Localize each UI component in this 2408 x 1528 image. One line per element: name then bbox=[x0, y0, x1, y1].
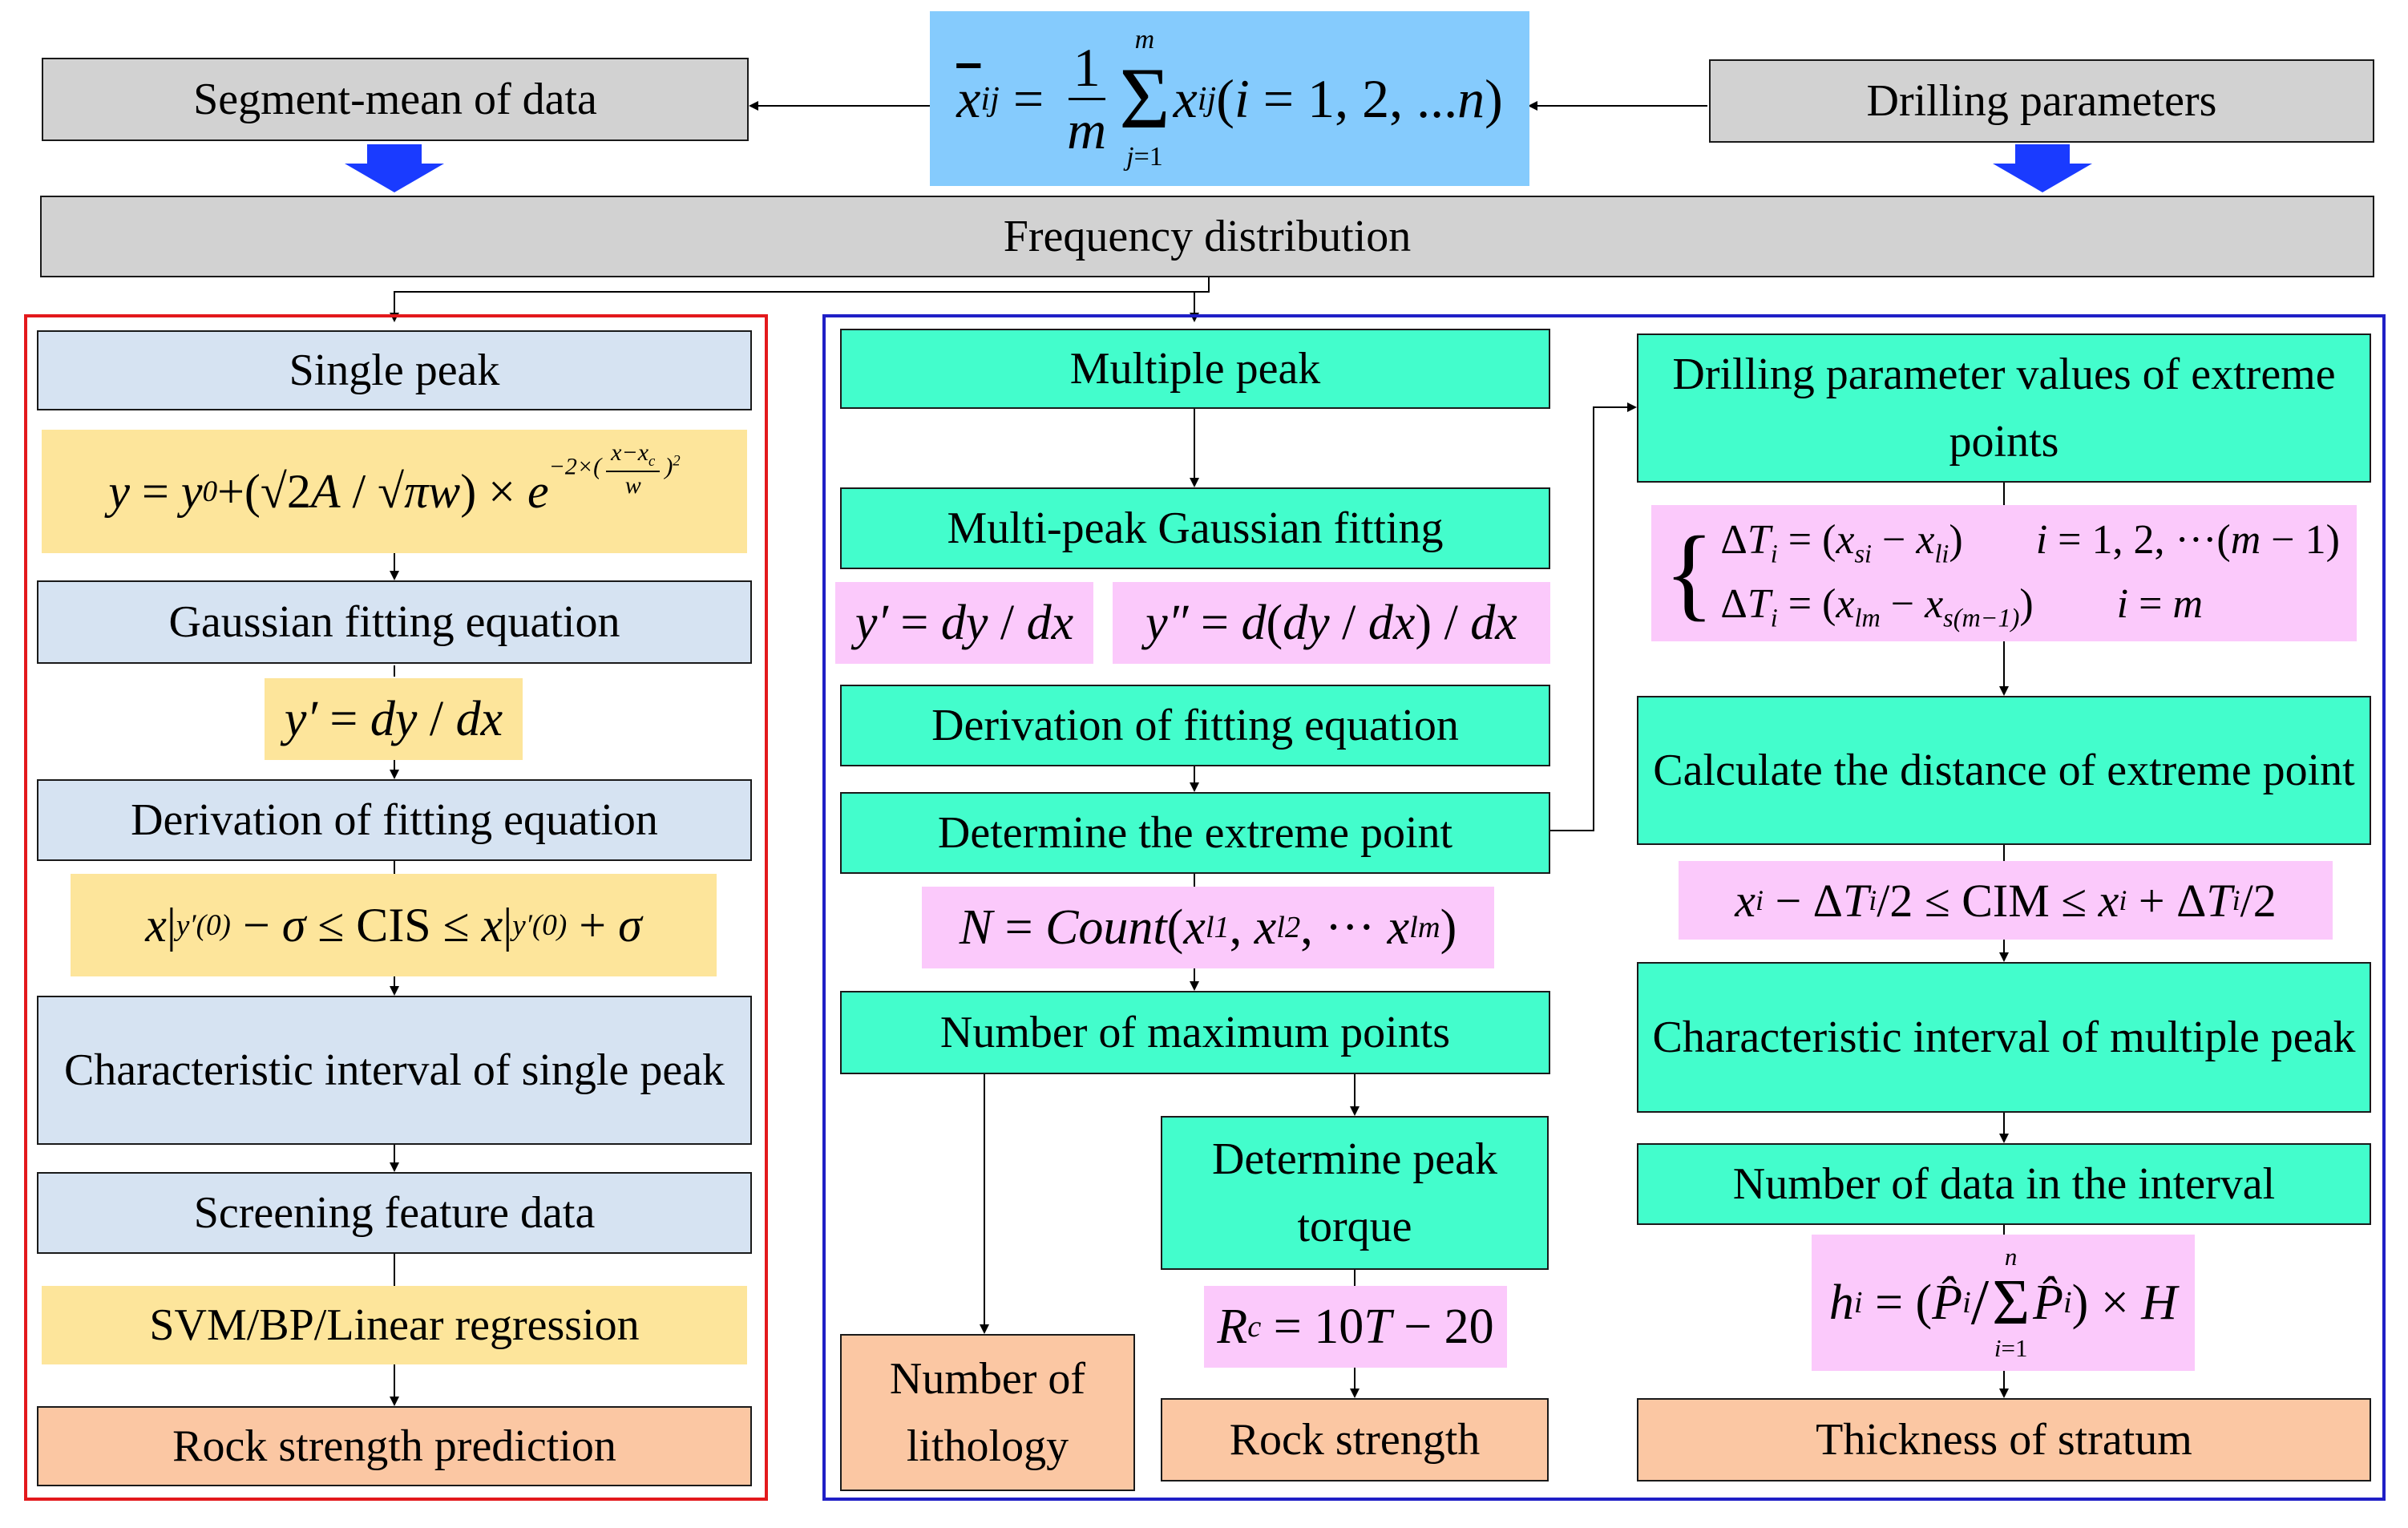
char-interval-single-box: Characteristic interval of single peak bbox=[37, 996, 752, 1145]
peak-torque-label: Determine peak torque bbox=[1211, 1134, 1498, 1251]
screening-box: Screening feature data bbox=[37, 1172, 752, 1254]
drilling-parameters-label: Drilling parameters bbox=[1866, 76, 2217, 126]
frequency-distribution-label: Frequency distribution bbox=[1003, 212, 1412, 261]
rock-strength-box: Rock strength bbox=[1161, 1398, 1549, 1482]
multiple-peak-frame bbox=[822, 314, 2386, 1501]
char-interval-multiple-label: Characteristic interval of multiple peak bbox=[1652, 1013, 2356, 1062]
gaussian-fitting-equation-box: Gaussian fitting equation bbox=[37, 580, 752, 664]
param-values-label: Drilling parameter values of extreme poi… bbox=[1672, 350, 2336, 467]
rock-strength-prediction-label: Rock strength prediction bbox=[172, 1421, 616, 1471]
segment-mean-label: Segment-mean of data bbox=[193, 75, 597, 124]
block-arrow-right bbox=[1993, 144, 2092, 192]
max-points-label: Number of maximum points bbox=[939, 1008, 1451, 1057]
cis-formula: x|y′(0) − σ ≤ CIS ≤ x|y′(0) + σ bbox=[71, 874, 717, 976]
single-peak-label: Single peak bbox=[289, 346, 500, 395]
data-count-box: Number of data in the interval bbox=[1637, 1143, 2371, 1225]
distance-label: Calculate the distance of extreme point bbox=[1653, 746, 2355, 795]
extreme-point-label: Determine the extreme point bbox=[937, 808, 1453, 858]
lithology-label: Number of lithology bbox=[889, 1354, 1086, 1471]
first-derivative-formula-left: y′ = dy / dx bbox=[265, 678, 523, 760]
derivation-label-mid: Derivation of fitting equation bbox=[931, 701, 1459, 750]
second-derivative-formula: y″ = d(dy / dx) / dx bbox=[1113, 582, 1550, 664]
models-label: SVM/BP/Linear regression bbox=[149, 1300, 640, 1350]
arrow-freq-to-single bbox=[390, 277, 1210, 322]
single-peak-box: Single peak bbox=[37, 330, 752, 410]
gaussian-fitting-equation-label: Gaussian fitting equation bbox=[168, 597, 620, 647]
multiple-peak-label: Multiple peak bbox=[1069, 344, 1321, 394]
thickness-box: Thickness of stratum bbox=[1637, 1398, 2371, 1482]
block-arrow-left bbox=[345, 144, 444, 192]
single-peak-frame bbox=[24, 314, 768, 1501]
frequency-distribution-box: Frequency distribution bbox=[40, 196, 2374, 277]
screening-label: Screening feature data bbox=[193, 1188, 596, 1238]
rock-strength-prediction-box: Rock strength prediction bbox=[37, 1406, 752, 1486]
param-values-box: Drilling parameter values of extreme poi… bbox=[1637, 333, 2371, 483]
max-points-box: Number of maximum points bbox=[840, 991, 1550, 1074]
extreme-point-box: Determine the extreme point bbox=[840, 792, 1550, 874]
thickness-label: Thickness of stratum bbox=[1816, 1415, 2192, 1465]
segment-mean-box: Segment-mean of data bbox=[42, 58, 749, 141]
multi-gauss-box: Multi-peak Gaussian fitting bbox=[840, 487, 1550, 569]
derivation-label-left: Derivation of fitting equation bbox=[131, 795, 658, 845]
multi-gauss-label: Multi-peak Gaussian fitting bbox=[947, 503, 1444, 553]
multiple-peak-box: Multiple peak bbox=[840, 329, 1550, 409]
char-interval-multiple-box: Characteristic interval of multiple peak bbox=[1637, 962, 2371, 1113]
char-interval-single-label: Characteristic interval of single peak bbox=[63, 1045, 725, 1095]
derivation-box-left: Derivation of fitting equation bbox=[37, 779, 752, 861]
rock-strength-label: Rock strength bbox=[1229, 1415, 1481, 1465]
data-count-label: Number of data in the interval bbox=[1732, 1159, 2276, 1209]
delta-t-formula: { ΔTi = (xsi − xli) i = 1, 2, ···(m − 1)… bbox=[1651, 505, 2357, 641]
models-box: SVM/BP/Linear regression bbox=[42, 1286, 747, 1364]
peak-torque-box: Determine peak torque bbox=[1161, 1116, 1549, 1270]
distance-box: Calculate the distance of extreme point bbox=[1637, 696, 2371, 845]
arrow-freq-to-multiple bbox=[1190, 291, 1209, 322]
lithology-box: Number of lithology bbox=[840, 1334, 1135, 1491]
drilling-parameters-box: Drilling parameters bbox=[1709, 59, 2374, 143]
derivation-box-mid: Derivation of fitting equation bbox=[840, 685, 1550, 766]
first-derivative-formula-mid: y′ = dy / dx bbox=[835, 582, 1093, 664]
